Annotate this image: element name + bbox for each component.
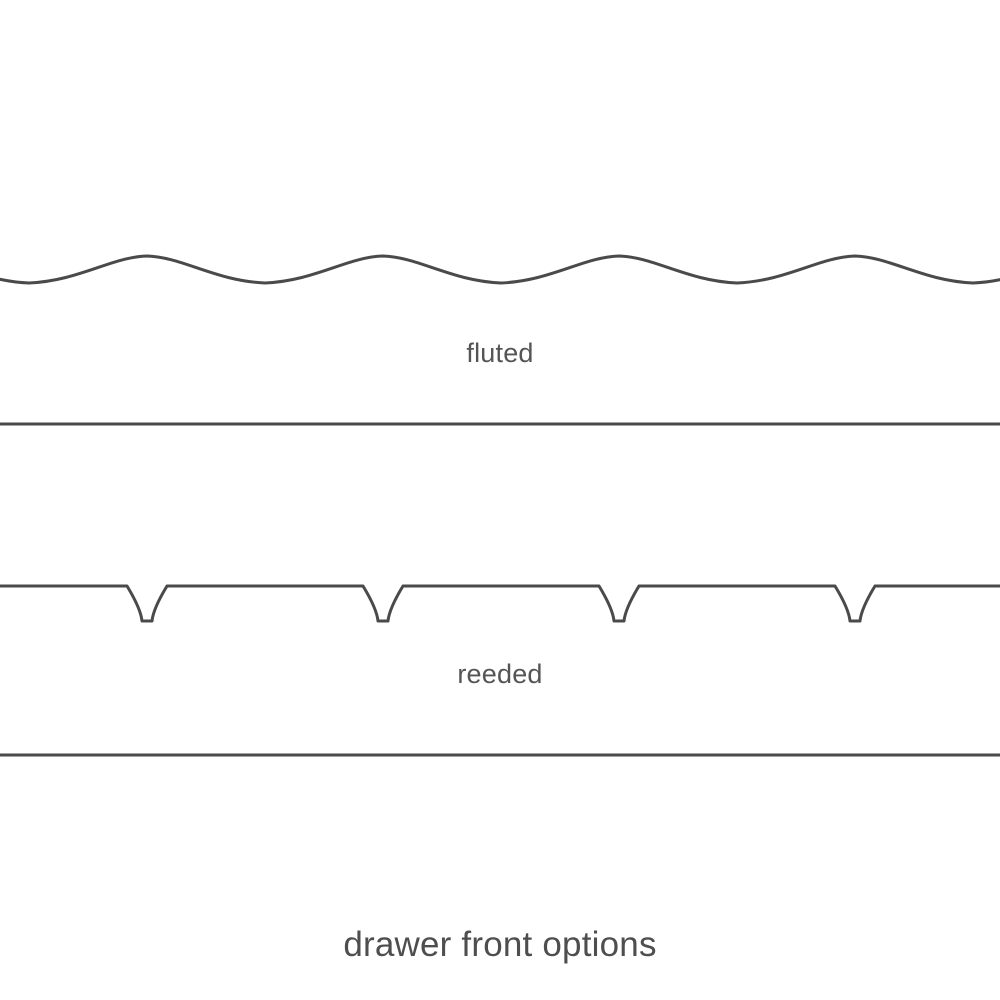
profile-label-fluted: fluted xyxy=(466,338,534,368)
reeded-profile-group xyxy=(0,584,1000,623)
reeded-profile-path xyxy=(0,584,1000,623)
fluted-profile-path xyxy=(0,254,1000,285)
figure-caption: drawer front options xyxy=(343,925,657,964)
divider-lines-group xyxy=(0,422,1000,757)
fluted-profile-group xyxy=(0,254,1000,285)
profile-label-reeded: reeded xyxy=(457,659,543,689)
